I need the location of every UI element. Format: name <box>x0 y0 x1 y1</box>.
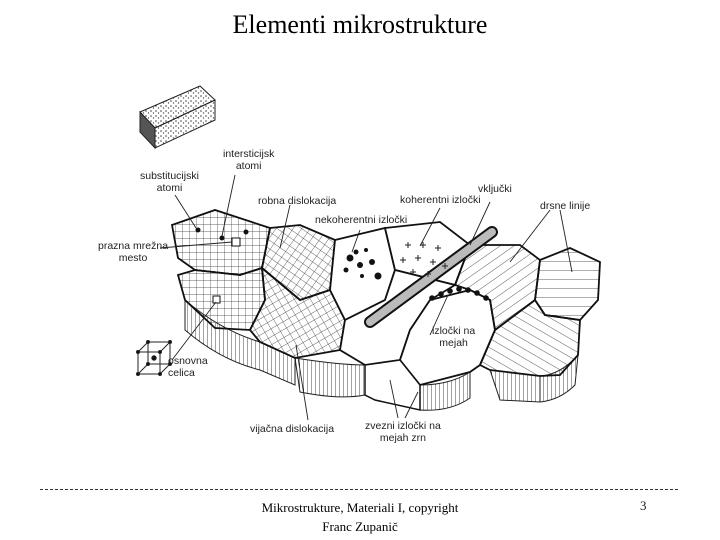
label-incoherent-precipitates: nekoherentni izločki <box>315 214 408 226</box>
grain-lower-right <box>478 298 581 377</box>
page-number: 3 <box>640 498 647 513</box>
label-interstitial-atoms: intersticijsk atomi <box>223 148 275 172</box>
label-inclusions: vključki <box>478 183 512 195</box>
specimen-sample <box>139 85 216 150</box>
footer-caption: Mikrostrukture, Materiali I, copyright F… <box>261 500 459 534</box>
incoherent-precipitate-dots <box>343 248 382 280</box>
leader-lines <box>159 174 573 421</box>
label-unit-cell: osnovna celica <box>168 355 208 379</box>
boundary-precipitate-dots <box>429 286 489 301</box>
coherent-precipitate-marks <box>400 242 448 277</box>
label-substitutional-atoms: substitucijski atomi <box>140 170 199 194</box>
label-coherent-precipitates: koherentni izločki <box>400 194 481 206</box>
label-slip-lines: drsne linije <box>540 200 591 212</box>
label-boundary-precipitates: izločki na mejah <box>432 325 476 349</box>
vacancy-marker <box>231 237 241 247</box>
unit-cell-cube <box>136 340 172 376</box>
label-edge-dislocation: robna dislokacija <box>258 195 337 207</box>
label-screw-dislocation: vijačna dislokacija <box>250 423 335 435</box>
label-continuous-boundary-precipitates: zvezni izločki na mejah zrn <box>365 420 441 444</box>
unit-cell-marker <box>212 295 221 304</box>
label-vacancy: prazna mrežna mesto <box>98 240 169 264</box>
interstitial-atoms <box>195 227 249 241</box>
page-title: Elementi mikrostrukture <box>232 10 488 39</box>
footer-divider <box>40 489 678 490</box>
grain-slip-lines-right <box>534 247 601 321</box>
grain-bottom-center <box>364 359 421 411</box>
grain-screw-dislocation <box>248 265 346 359</box>
inclusion-rod <box>364 226 498 328</box>
